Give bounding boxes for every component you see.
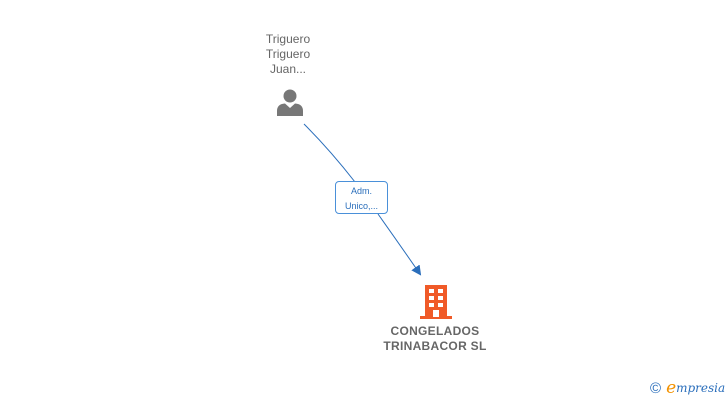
company-name-line: TRINABACOR SL — [383, 339, 487, 353]
edge-role-label[interactable]: Adm. Unico,... — [335, 181, 388, 214]
empresia-brand[interactable]: © e mpresia — [650, 378, 725, 398]
brand-logo-text: mpresia — [676, 381, 726, 395]
person-name-line: Triguero — [265, 32, 311, 46]
person-node-label[interactable]: Triguero Triguero Juan... — [238, 32, 338, 77]
copyright-icon: © — [650, 379, 662, 397]
person-name-line: Triguero — [265, 47, 311, 61]
company-name-line: CONGELADOS — [390, 324, 480, 338]
role-line: Adm. — [350, 186, 372, 196]
role-line: Unico,... — [344, 201, 378, 211]
brand-logo-initial: e — [666, 378, 677, 398]
company-node-label[interactable]: CONGELADOS TRINABACOR SL — [360, 324, 510, 354]
building-icon[interactable] — [420, 285, 452, 319]
person-icon[interactable] — [276, 88, 304, 116]
person-name-line: Juan... — [269, 62, 307, 76]
